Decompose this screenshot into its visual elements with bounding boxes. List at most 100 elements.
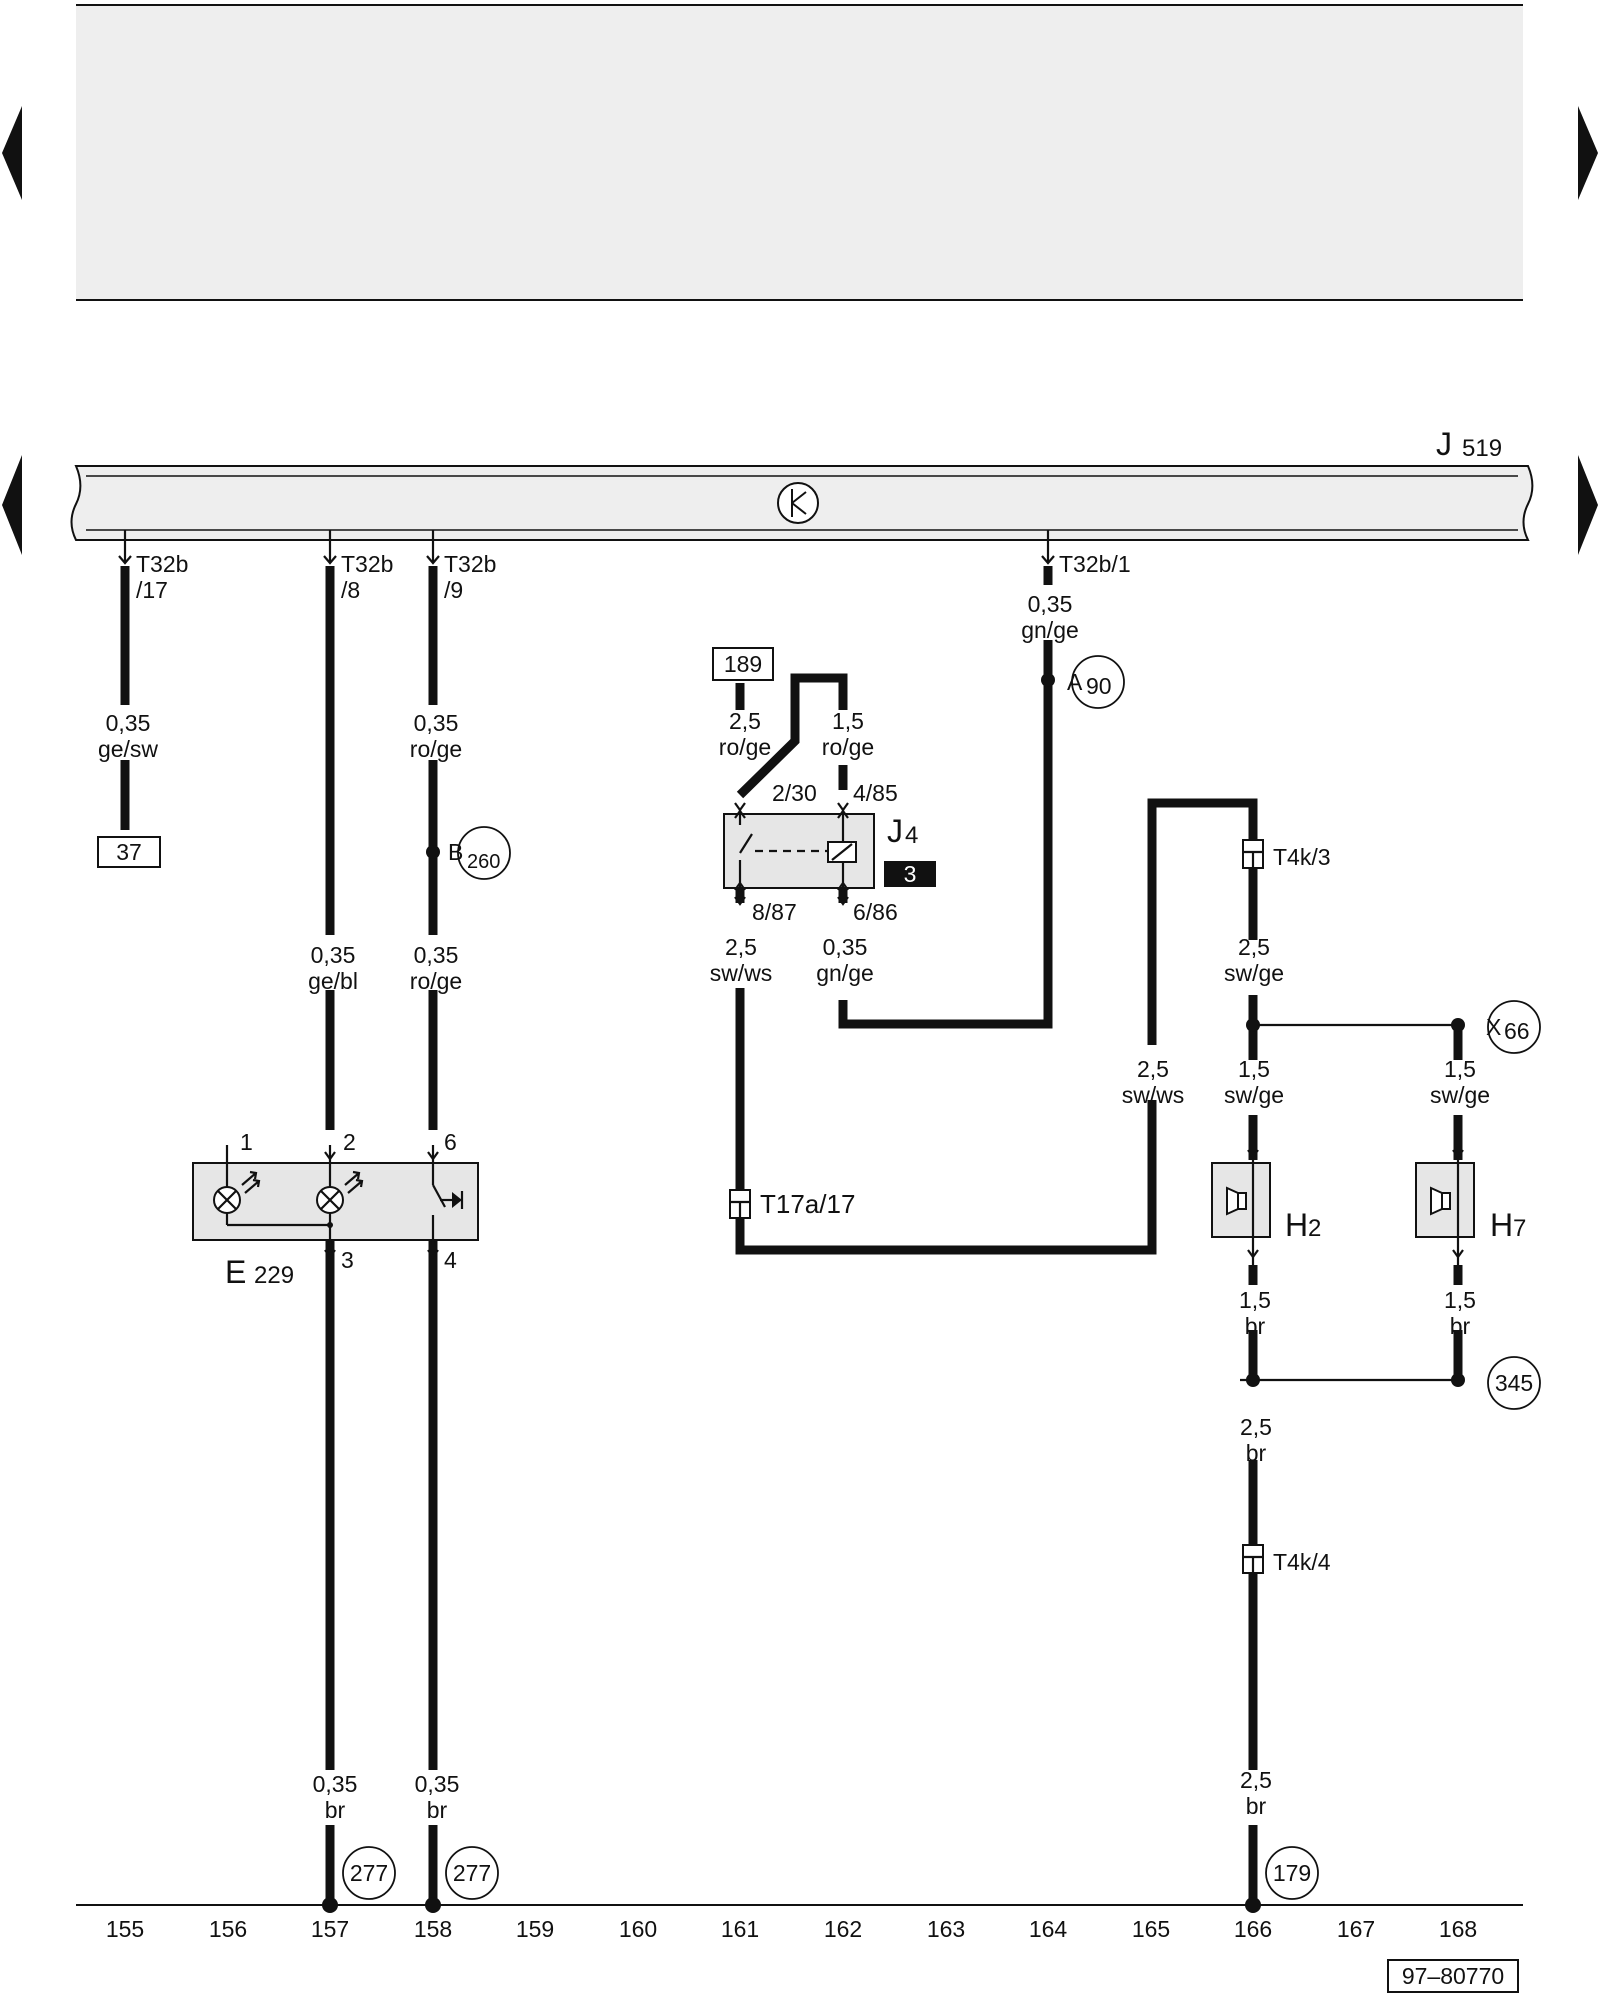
svg-text:T17a/17: T17a/17	[760, 1189, 855, 1219]
connector-t4k3: T4k/3	[1242, 839, 1331, 870]
svg-text:7: 7	[1513, 1215, 1526, 1242]
axis-tick: 163	[927, 1916, 965, 1942]
svg-text:2: 2	[1308, 1215, 1321, 1242]
svg-text:/17: /17	[136, 577, 168, 603]
wire-label-size: 1,5	[1239, 1287, 1271, 1313]
wire-label-color: ge/bl	[308, 968, 358, 994]
wire-label-color: sw/ge	[1224, 1082, 1284, 1108]
wire-label-size: 0,35	[313, 1771, 358, 1797]
top-panel	[76, 5, 1523, 300]
e229-pin-2: 2	[343, 1129, 356, 1155]
svg-text:H: H	[1490, 1207, 1513, 1243]
axis-tick: 165	[1132, 1916, 1170, 1942]
svg-text:97–80770: 97–80770	[1402, 1963, 1504, 1989]
bus-symbol-icon	[777, 482, 819, 524]
wire-label-size: 0,35	[106, 710, 151, 736]
wire-label-size: 2,5	[1240, 1414, 1272, 1440]
wire-label-size: 0,35	[414, 710, 459, 736]
wire-label-color: ge/sw	[98, 736, 158, 762]
pin-t32b-1: T32b/1	[1059, 551, 1131, 577]
relay-name: J	[887, 813, 903, 849]
pin-t32b-9: T32b	[444, 551, 496, 577]
connection-x66: X 66	[1486, 1000, 1541, 1054]
axis-tick: 162	[824, 1916, 862, 1942]
wire-label-color: br	[1246, 1793, 1267, 1819]
e229-pin-1: 1	[240, 1129, 253, 1155]
e229-name: E	[225, 1254, 246, 1290]
axis-ticks: 155 156 157 158 159 160 161 162 163 164 …	[106, 1916, 1477, 1942]
wire-label-size: 2,5	[1240, 1767, 1272, 1793]
ref-box-189[interactable]: 189	[712, 647, 774, 681]
prev-page-arrow-top[interactable]	[2, 106, 22, 200]
wire-label-color: br	[427, 1797, 448, 1823]
wire-label-color: br	[1246, 1440, 1267, 1466]
diagram-code: 97–80770	[1387, 1959, 1519, 1993]
relay-position-badge	[884, 861, 936, 887]
relay-pin-85: 4/85	[853, 780, 898, 806]
relay-pin-87: 8/87	[752, 899, 797, 925]
svg-text:T4k/3: T4k/3	[1273, 844, 1331, 870]
ref-box-37[interactable]: 37	[97, 836, 161, 868]
axis-tick: 161	[721, 1916, 759, 1942]
axis-tick: 158	[414, 1916, 452, 1942]
svg-text:/9: /9	[444, 577, 463, 603]
svg-text:260: 260	[467, 851, 500, 873]
bus-label-sub: 519	[1462, 435, 1502, 462]
svg-text:189: 189	[724, 651, 762, 677]
wire-label-size: 0,35	[414, 942, 459, 968]
wire-label-color: sw/ge	[1430, 1082, 1490, 1108]
svg-text:66: 66	[1504, 1018, 1530, 1044]
wire-label-size: 2,5	[1238, 934, 1270, 960]
connection-b260: B 260	[448, 826, 511, 880]
wire-label-color: sw/ge	[1224, 960, 1284, 986]
svg-text:T4k/4: T4k/4	[1273, 1549, 1331, 1575]
next-page-arrow-mid[interactable]	[1578, 455, 1598, 555]
wire-label-color: gn/ge	[816, 960, 874, 986]
e229-pin-3: 3	[341, 1247, 354, 1273]
wire-label-size: 2,5	[729, 708, 761, 734]
e229-pin-4: 4	[444, 1247, 457, 1273]
ground-point-277: 277	[342, 1846, 396, 1900]
ground-point-277: 277	[445, 1846, 499, 1900]
wire-label-color: ro/ge	[410, 736, 462, 762]
connector-t4k4: T4k/4	[1242, 1544, 1331, 1575]
wire-label-size: 1,5	[832, 708, 864, 734]
wire-label-color: sw/ws	[710, 960, 773, 986]
wire-label-color: ro/ge	[822, 734, 874, 760]
ground-point-179: 179	[1265, 1846, 1319, 1900]
svg-text:277: 277	[453, 1860, 491, 1886]
wire-label-size: 1,5	[1238, 1056, 1270, 1082]
bus-j519: J 519	[70, 426, 1534, 541]
svg-text:37: 37	[116, 839, 142, 865]
wire-label-color: gn/ge	[1021, 617, 1079, 643]
axis-tick: 157	[311, 1916, 349, 1942]
svg-text:X: X	[1486, 1014, 1501, 1040]
e229-pin-6: 6	[444, 1129, 457, 1155]
wire-label-size: 0,35	[311, 942, 356, 968]
wire-label-color: ro/ge	[719, 734, 771, 760]
axis-tick: 155	[106, 1916, 144, 1942]
bus-label: J	[1436, 426, 1452, 462]
wire-label-color: br	[1450, 1313, 1471, 1339]
axis-tick: 160	[619, 1916, 657, 1942]
svg-text:90: 90	[1086, 673, 1112, 699]
prev-page-arrow-mid[interactable]	[2, 455, 22, 555]
horn-h2: H 2	[1211, 1149, 1321, 1268]
wire-label-size: 2,5	[725, 934, 757, 960]
wire-label-size: 0,35	[1028, 591, 1073, 617]
svg-text:3: 3	[904, 861, 917, 887]
svg-text:277: 277	[350, 1860, 388, 1886]
wire-label-size: 0,35	[823, 934, 868, 960]
relay-j4: 2/30 4/85 8/87 6/86 J 4 3	[723, 780, 936, 925]
axis-tick: 159	[516, 1916, 554, 1942]
relay-pin-86: 6/86	[853, 899, 898, 925]
axis-tick: 156	[209, 1916, 247, 1942]
next-page-arrow-top[interactable]	[1578, 106, 1598, 200]
axis-tick: 166	[1234, 1916, 1272, 1942]
horn-h7: H 7	[1415, 1149, 1526, 1268]
connection-a90: A 90	[1067, 655, 1125, 709]
wire-label-color: sw/ws	[1122, 1082, 1185, 1108]
pin-t32b-8: T32b	[341, 551, 393, 577]
svg-text:345: 345	[1495, 1370, 1533, 1396]
